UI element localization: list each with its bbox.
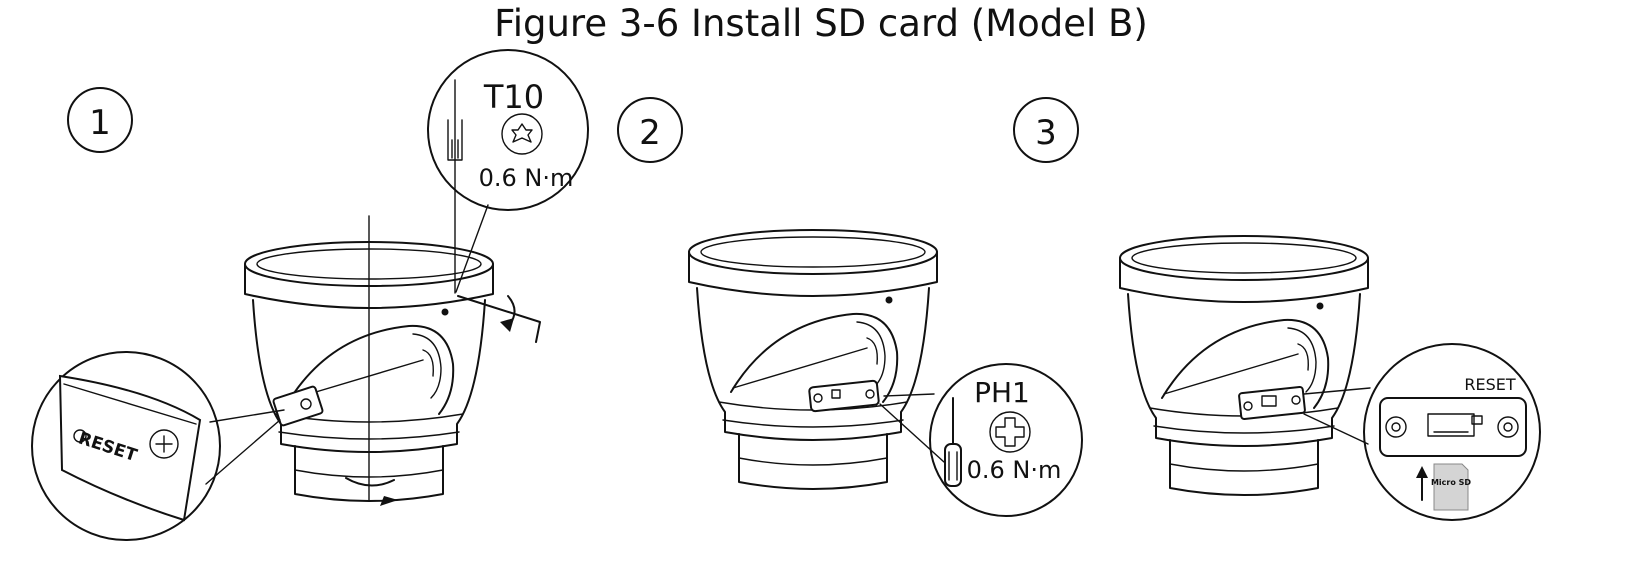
sd-cover-plate-closed	[808, 379, 880, 413]
step-3-group: 3 RESET Micro SD	[1013, 97, 1541, 521]
reset-button-icon	[1471, 415, 1483, 425]
torx-driver-icon	[447, 119, 463, 161]
step-1-circle	[67, 87, 133, 153]
cover-screw-icon	[149, 429, 179, 459]
figure-title: Figure 3-6 Install SD card (Model B)	[494, 2, 1148, 45]
sd-slot-plate	[1379, 397, 1527, 457]
t10-label: T10	[483, 78, 544, 116]
ph1-label: PH1	[974, 376, 1030, 409]
phillips-screw-icon	[989, 411, 1031, 453]
torx-screw-icon	[501, 113, 543, 155]
step-1-group: 1 T10 0.6 N·m RESET	[31, 49, 589, 541]
step-3-circle	[1013, 97, 1079, 163]
micro-sd-card	[1433, 463, 1469, 511]
step-3-number: 3	[1035, 113, 1057, 153]
camera-step-2	[688, 229, 938, 490]
step-1-number: 1	[89, 103, 111, 143]
step-2-circle	[617, 97, 683, 163]
rotate-arrow-icon	[345, 477, 395, 487]
sd-slot-detail-bubble	[1363, 343, 1541, 521]
t10-torque: 0.6 N·m	[479, 164, 574, 192]
sd-card-slot	[1427, 413, 1475, 437]
reset-detail-bubble	[31, 351, 221, 541]
sd-slot-open	[1238, 386, 1306, 420]
ph1-torque: 0.6 N·m	[967, 456, 1062, 484]
step-2-group: 2 PH1 0.6 N·m	[617, 97, 1083, 517]
camera-step-3	[1119, 235, 1369, 496]
t10-callout-bubble	[427, 49, 589, 211]
ph1-callout-bubble	[929, 363, 1083, 517]
step-2-number: 2	[639, 113, 661, 153]
sd-cover-plate	[272, 385, 324, 427]
hex-key-icon	[457, 295, 541, 343]
reset-label-step-3: RESET	[1464, 375, 1515, 394]
micro-sd-label: Micro SD	[1430, 478, 1472, 487]
